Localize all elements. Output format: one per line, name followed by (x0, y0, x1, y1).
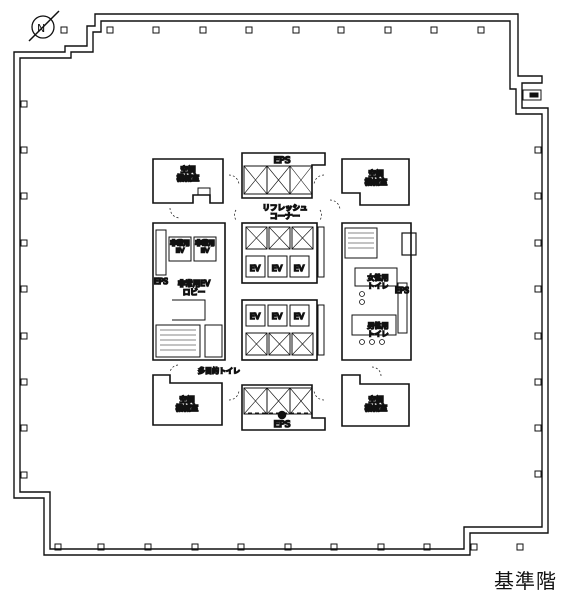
column (20, 100, 28, 108)
column (534, 146, 542, 154)
door-swings (169, 174, 382, 401)
mens-toilet-label: 男性用トイレ (368, 321, 389, 338)
core: 空調機械室 空調機械室 空調機械室 空調機械室 EPS リフレッシュコーナー (152, 152, 417, 431)
column (20, 332, 28, 340)
column (534, 378, 542, 386)
column (292, 26, 300, 34)
column (152, 26, 160, 34)
right-core-block (341, 222, 417, 361)
multi-toilet-label: 多目的トイレ (198, 366, 240, 375)
building-outline (13, 13, 549, 556)
column (337, 26, 345, 34)
ahu-label-bl: 空調機械室 (176, 394, 199, 413)
column (534, 192, 542, 200)
column (20, 146, 28, 154)
column (534, 470, 542, 478)
column (423, 543, 431, 551)
column (191, 543, 199, 551)
column (20, 192, 28, 200)
eps-top-label: EPS (274, 156, 291, 166)
ev-label-6: EV (294, 312, 305, 321)
ev-label-2: EV (272, 264, 283, 273)
eps-left-label: EPS (154, 277, 168, 286)
north-label: N (37, 22, 45, 35)
elevator-block-lower (241, 299, 325, 361)
column (97, 543, 105, 551)
ahu-room-bottom-right (341, 374, 410, 427)
column (60, 26, 68, 34)
eps-bottom-label: EPS (274, 420, 291, 430)
column (534, 424, 542, 432)
column (534, 239, 542, 247)
ahu-room-top-left (152, 158, 224, 204)
column (384, 26, 392, 34)
ahu-label-tr: 空調機械室 (365, 168, 388, 187)
ev-label-5: EV (272, 312, 283, 321)
column (284, 543, 292, 551)
column (377, 543, 385, 551)
column (430, 26, 438, 34)
column (20, 471, 28, 479)
ahu-label-br: 空調機械室 (365, 394, 388, 413)
elevator-block-upper (241, 222, 325, 284)
column (20, 424, 28, 432)
perimeter-columns (20, 26, 542, 551)
column (470, 543, 478, 551)
floor-caption: 基準階 (494, 569, 557, 593)
ev-label-4: EV (250, 312, 261, 321)
shaft-block-top (241, 152, 326, 199)
shaft-block-bottom (241, 384, 326, 431)
column (20, 239, 28, 247)
ev-label-1: EV (250, 264, 261, 273)
roof-stair (522, 89, 542, 101)
column (245, 26, 253, 34)
column (20, 378, 28, 386)
ahu-label-tl: 空調機械室 (177, 164, 200, 183)
column (106, 26, 114, 34)
north-arrow-icon: N (28, 10, 60, 42)
column (516, 543, 524, 551)
ahu-room-top-right (341, 158, 410, 206)
ev-label-3: EV (294, 264, 305, 273)
column (330, 543, 338, 551)
column (534, 332, 542, 340)
column (199, 26, 207, 34)
column (237, 543, 245, 551)
column (20, 285, 28, 293)
column (54, 543, 62, 551)
column (477, 26, 485, 34)
womens-toilet-label: 女性用トイレ (368, 273, 389, 290)
ahu-room-bottom-left (152, 374, 223, 426)
column (144, 543, 152, 551)
column (534, 285, 542, 293)
left-core-block (152, 222, 226, 361)
eps-right-label: EPS (395, 286, 409, 295)
refresh-corner-label: リフレッシュコーナー (263, 203, 308, 221)
